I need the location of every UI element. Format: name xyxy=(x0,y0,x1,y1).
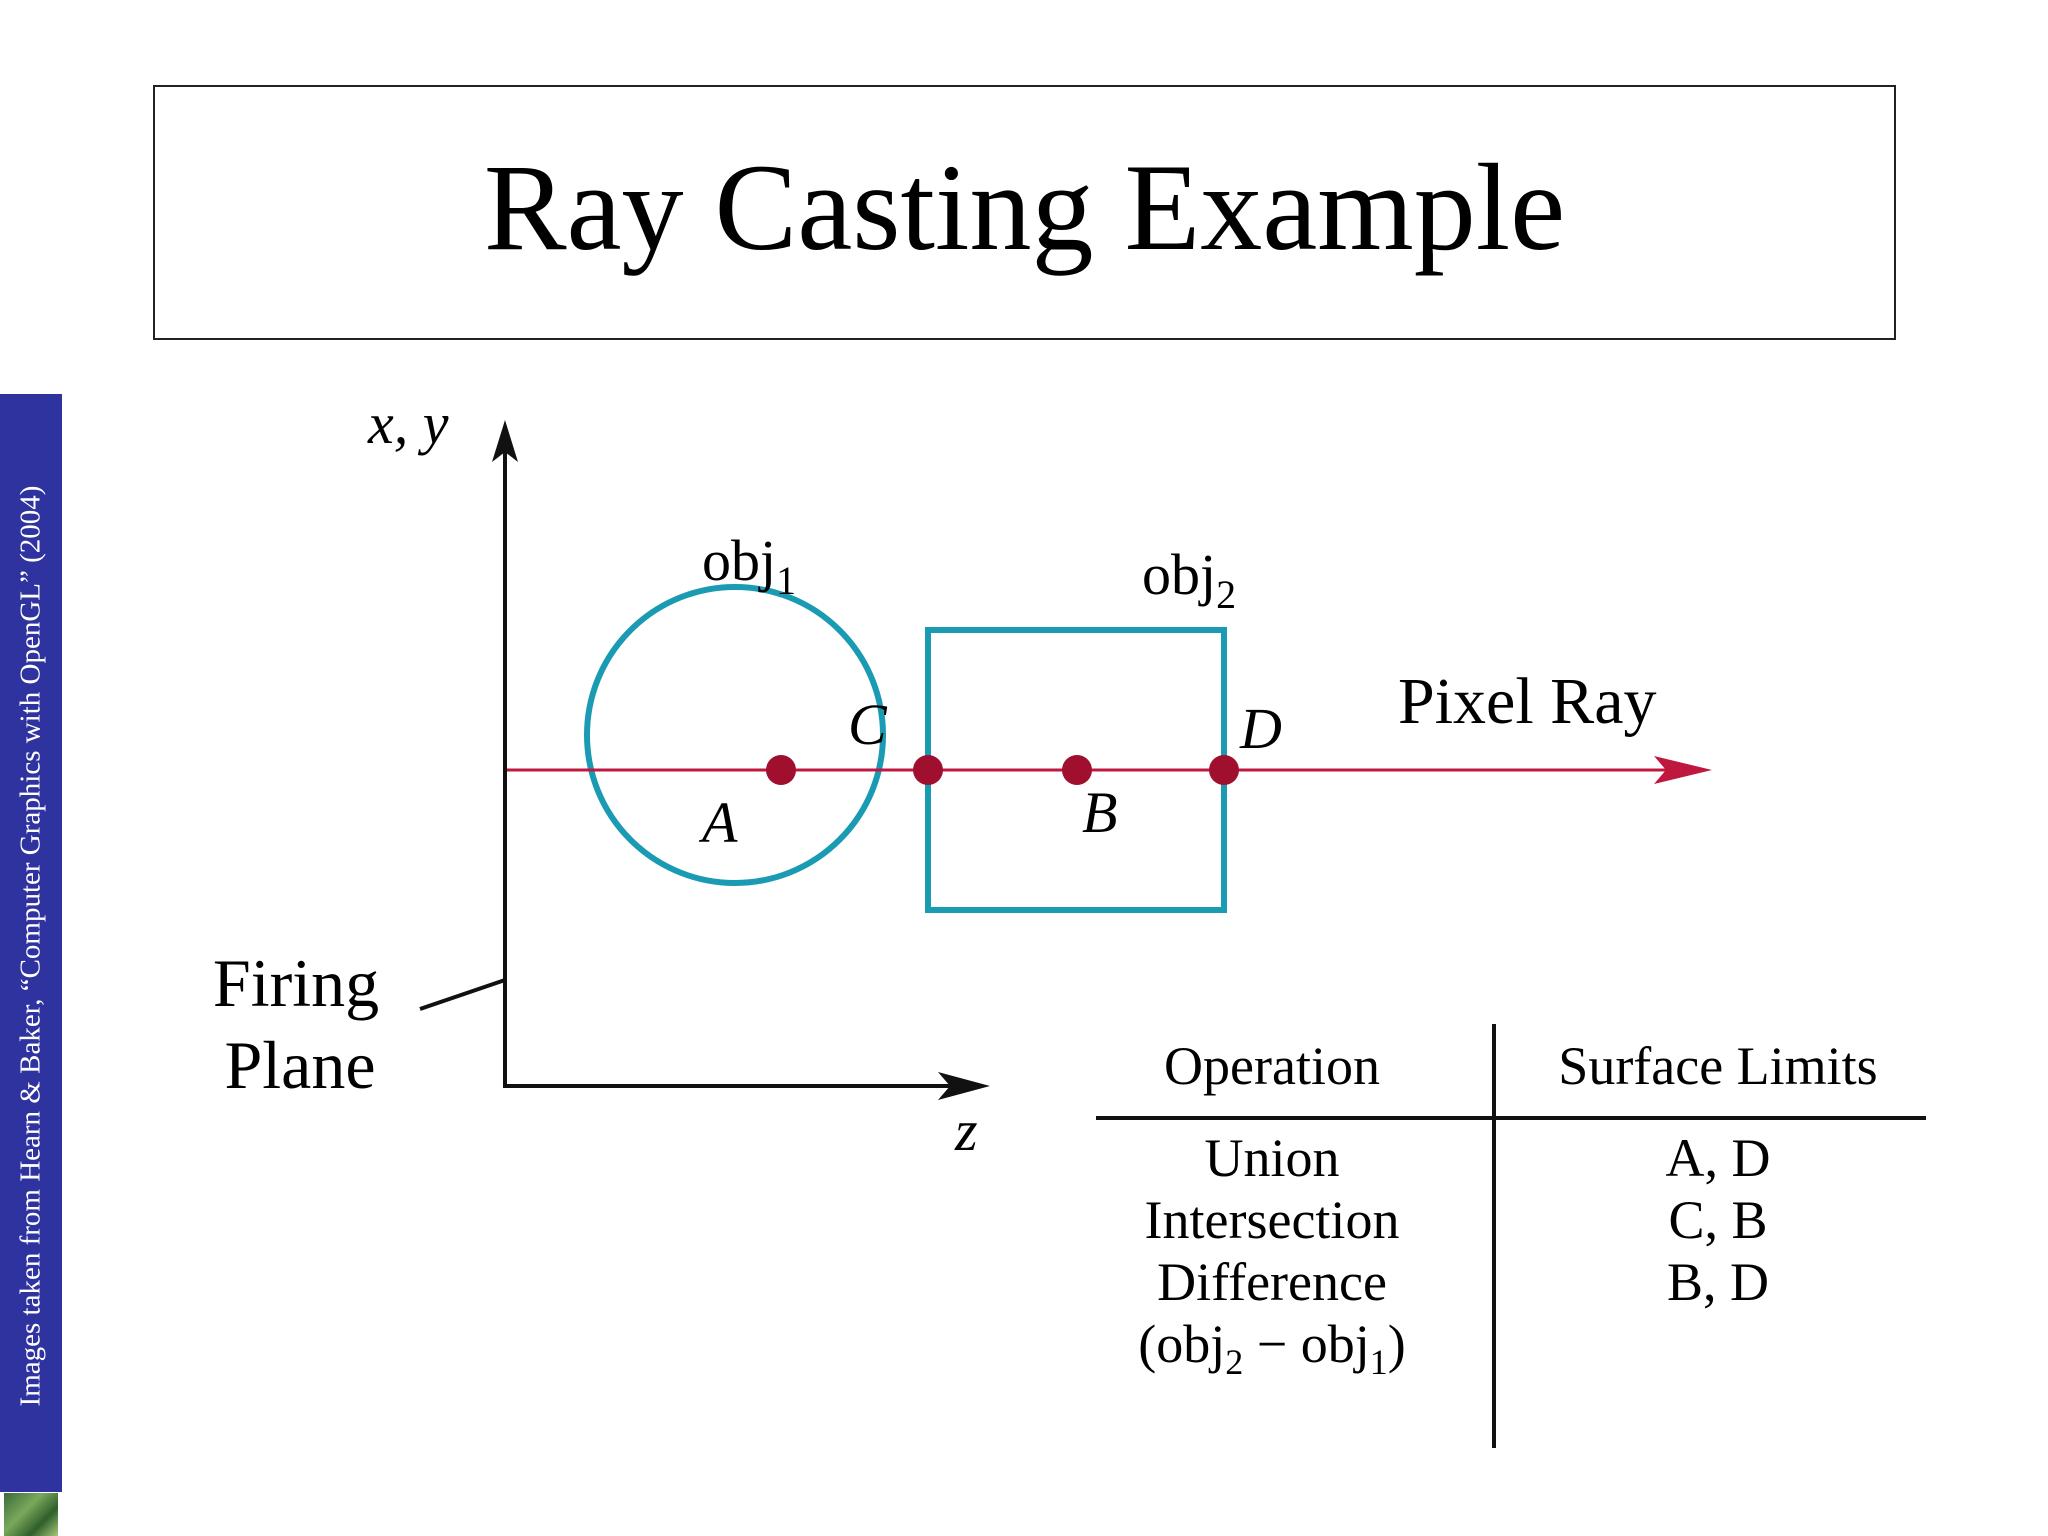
pixel-ray-arrowhead xyxy=(1654,756,1712,784)
table-header-surface-limits: Surface Limits xyxy=(1558,1036,1877,1096)
firing-plane-label-line2: Plane xyxy=(224,1027,375,1103)
point-c xyxy=(913,755,943,785)
axis-z-label: z xyxy=(954,1098,978,1163)
point-c-label: C xyxy=(848,692,888,757)
point-a-label: A xyxy=(698,790,738,855)
title-box: Ray Casting Example xyxy=(153,85,1896,340)
pixel-ray-label: Pixel Ray xyxy=(1398,665,1657,738)
table-op-difference-detail: (obj2 − obj1) xyxy=(1138,1314,1405,1382)
table-op-union: Union xyxy=(1205,1128,1340,1188)
obj1-circle xyxy=(584,584,886,886)
point-d xyxy=(1209,755,1239,785)
axis-xy-label: x, y xyxy=(367,391,449,456)
obj1-label: obj1 xyxy=(702,528,796,603)
y-axis-arrowhead xyxy=(492,420,518,462)
point-d-label: D xyxy=(1239,696,1282,761)
point-b-label: B xyxy=(1082,780,1117,845)
table-op-difference: Difference xyxy=(1157,1252,1387,1312)
book-cover-thumbnail xyxy=(4,1493,58,1536)
point-a xyxy=(766,755,796,785)
point-b xyxy=(1062,755,1092,785)
obj2-label: obj2 xyxy=(1142,542,1236,617)
side-caption-bar xyxy=(0,394,62,1492)
table-limits-difference: B, D xyxy=(1667,1252,1769,1312)
table-header-operation: Operation xyxy=(1164,1036,1380,1096)
table-limits-intersection: C, B xyxy=(1668,1190,1767,1250)
firing-plane-pointer xyxy=(419,978,506,1011)
table-limits-union: A, D xyxy=(1666,1128,1771,1188)
firing-plane-label-line1: Firing xyxy=(213,945,379,1021)
z-axis-arrowhead xyxy=(938,1072,990,1100)
slide-title: Ray Casting Example xyxy=(483,138,1566,276)
table-op-intersection: Intersection xyxy=(1145,1190,1400,1250)
